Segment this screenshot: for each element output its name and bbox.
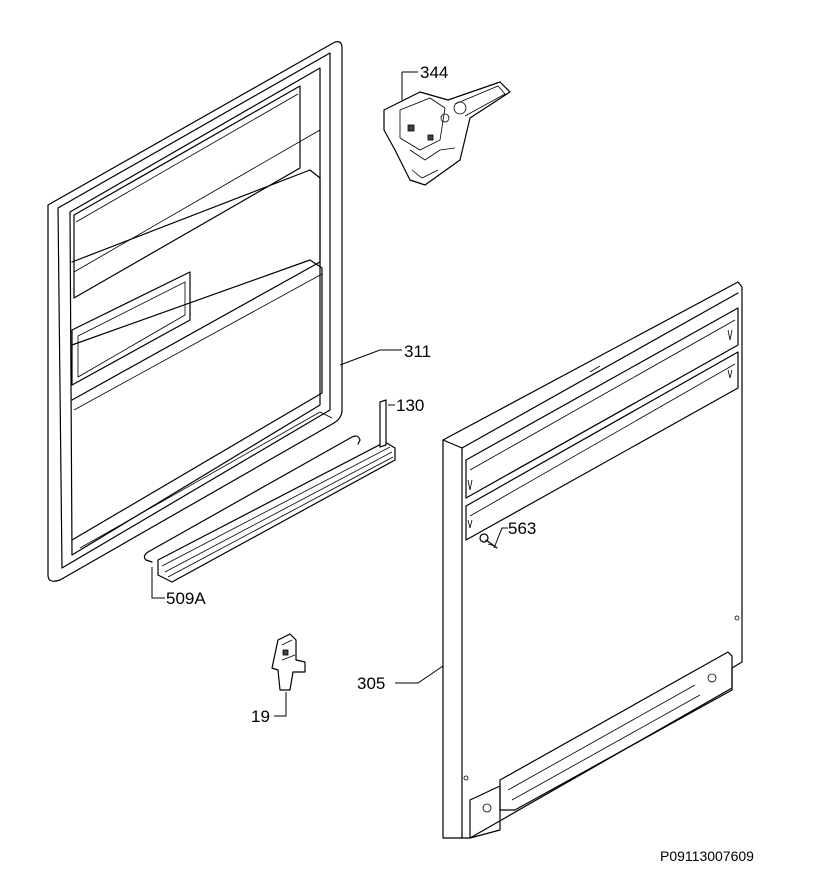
hinge-bracket-part [383,81,511,186]
leader-19 [274,692,287,717]
leader-305 [395,665,444,684]
label-19: 19 [251,707,270,726]
leader-509a [151,567,165,599]
leader-lines [151,71,508,717]
label-130: 130 [396,396,424,415]
label-305: 305 [357,674,385,693]
wire-clip-part [143,435,361,563]
seal-strip-part [157,399,396,583]
leader-311 [339,349,402,366]
label-563: 563 [508,519,536,538]
leader-563 [493,527,508,549]
label-509a: 509A [166,589,206,608]
inner-door-part [47,41,343,582]
screw-part [479,533,498,549]
label-344: 344 [420,63,448,82]
drawing-code: P09113007609 [660,848,754,864]
latch-clip-part [271,633,306,691]
outer-panel-part [442,281,743,839]
label-311: 311 [404,342,431,361]
